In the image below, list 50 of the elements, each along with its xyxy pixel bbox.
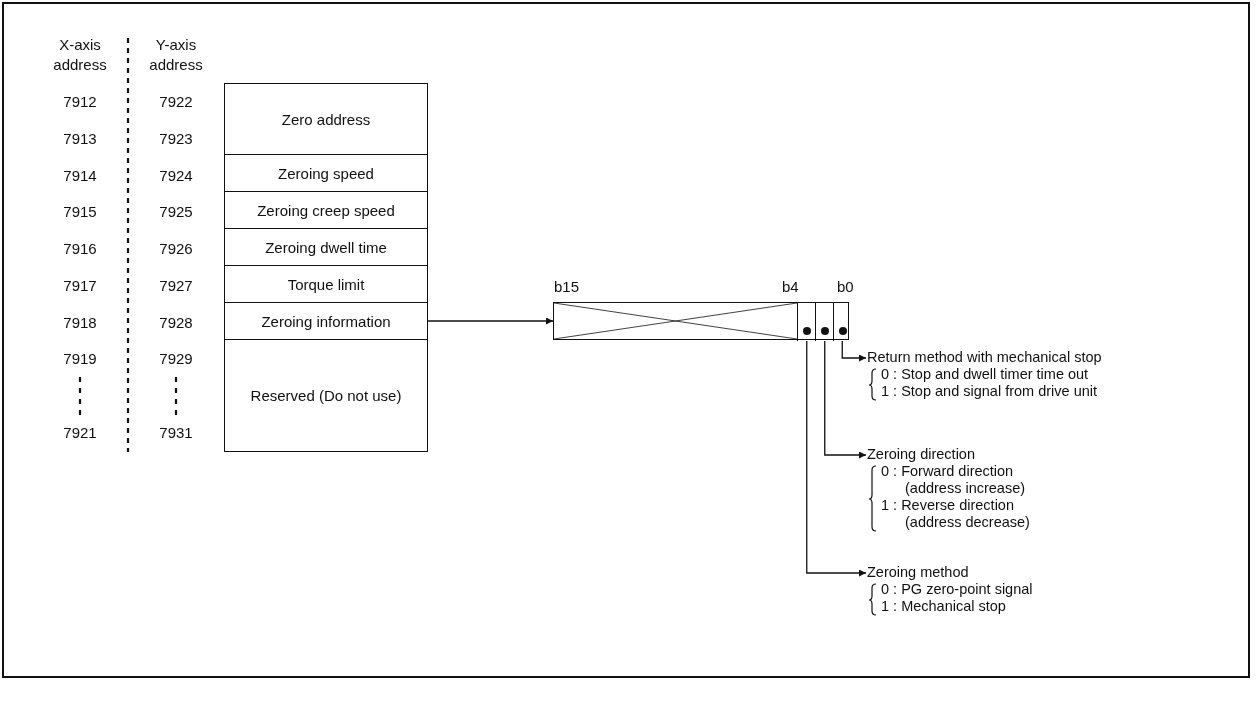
arrow	[806, 340, 867, 577]
column-header: Y-axis address	[148, 35, 204, 75]
description-heading: Return method with mechanical stop	[867, 349, 1103, 366]
address-number: 7926	[158, 239, 194, 259]
bit-label: b4	[782, 277, 799, 297]
row-label: Zero address	[281, 109, 371, 129]
address-number: 7922	[158, 92, 194, 112]
address-number: 7918	[62, 313, 98, 333]
address-number: 7927	[158, 276, 194, 296]
address-number: 7923	[158, 129, 194, 149]
table-row	[224, 191, 428, 229]
column-header: X-axis address	[52, 35, 108, 75]
address-number: 7912	[62, 92, 98, 112]
address-number: 7916	[62, 239, 98, 259]
address-number: 7917	[62, 276, 98, 296]
address-number: 7914	[62, 166, 98, 186]
arrow	[841, 340, 867, 362]
description-heading: Zeroing direction	[867, 446, 976, 463]
option-text: 0 : Forward direction (address increase)	[880, 463, 1027, 497]
option-text: 0 : Stop and dwell timer time out	[880, 366, 1090, 383]
option-text: 0 : PG zero-point signal	[880, 581, 1034, 598]
row-label: Zeroing dwell time	[265, 237, 387, 257]
table-row	[224, 228, 428, 266]
bit-label: b0	[837, 277, 854, 297]
table-row	[224, 154, 428, 192]
table-row	[224, 83, 428, 155]
option-text: 1 : Reverse direction (address decrease)	[880, 497, 1031, 531]
address-number: 7925	[158, 202, 194, 222]
arrow	[824, 340, 867, 459]
address-number: 7913	[62, 129, 98, 149]
address-number: 7931	[158, 423, 194, 443]
address-number: 7924	[158, 166, 194, 186]
row-label: Zeroing creep speed	[257, 200, 395, 220]
address-number: 7928	[158, 313, 194, 333]
address-number: 7919	[62, 349, 98, 369]
address-number: 7915	[62, 202, 98, 222]
description-heading: Zeroing method	[867, 564, 970, 581]
row-label: Zeroing information	[261, 311, 391, 331]
row-label: Reserved (Do not use)	[250, 386, 402, 405]
bit-label: b15	[554, 277, 580, 297]
table-row	[224, 302, 428, 340]
address-number: 7929	[158, 349, 194, 369]
row-label: Zeroing speed	[278, 163, 374, 183]
option-text: 1 : Stop and signal from drive unit	[880, 383, 1098, 400]
row-label: Torque limit	[287, 274, 365, 294]
option-text: 1 : Mechanical stop	[880, 598, 1007, 615]
table-row	[224, 339, 428, 452]
address-number: 7921	[62, 423, 98, 443]
table-row	[224, 265, 428, 303]
arrow	[427, 317, 554, 325]
